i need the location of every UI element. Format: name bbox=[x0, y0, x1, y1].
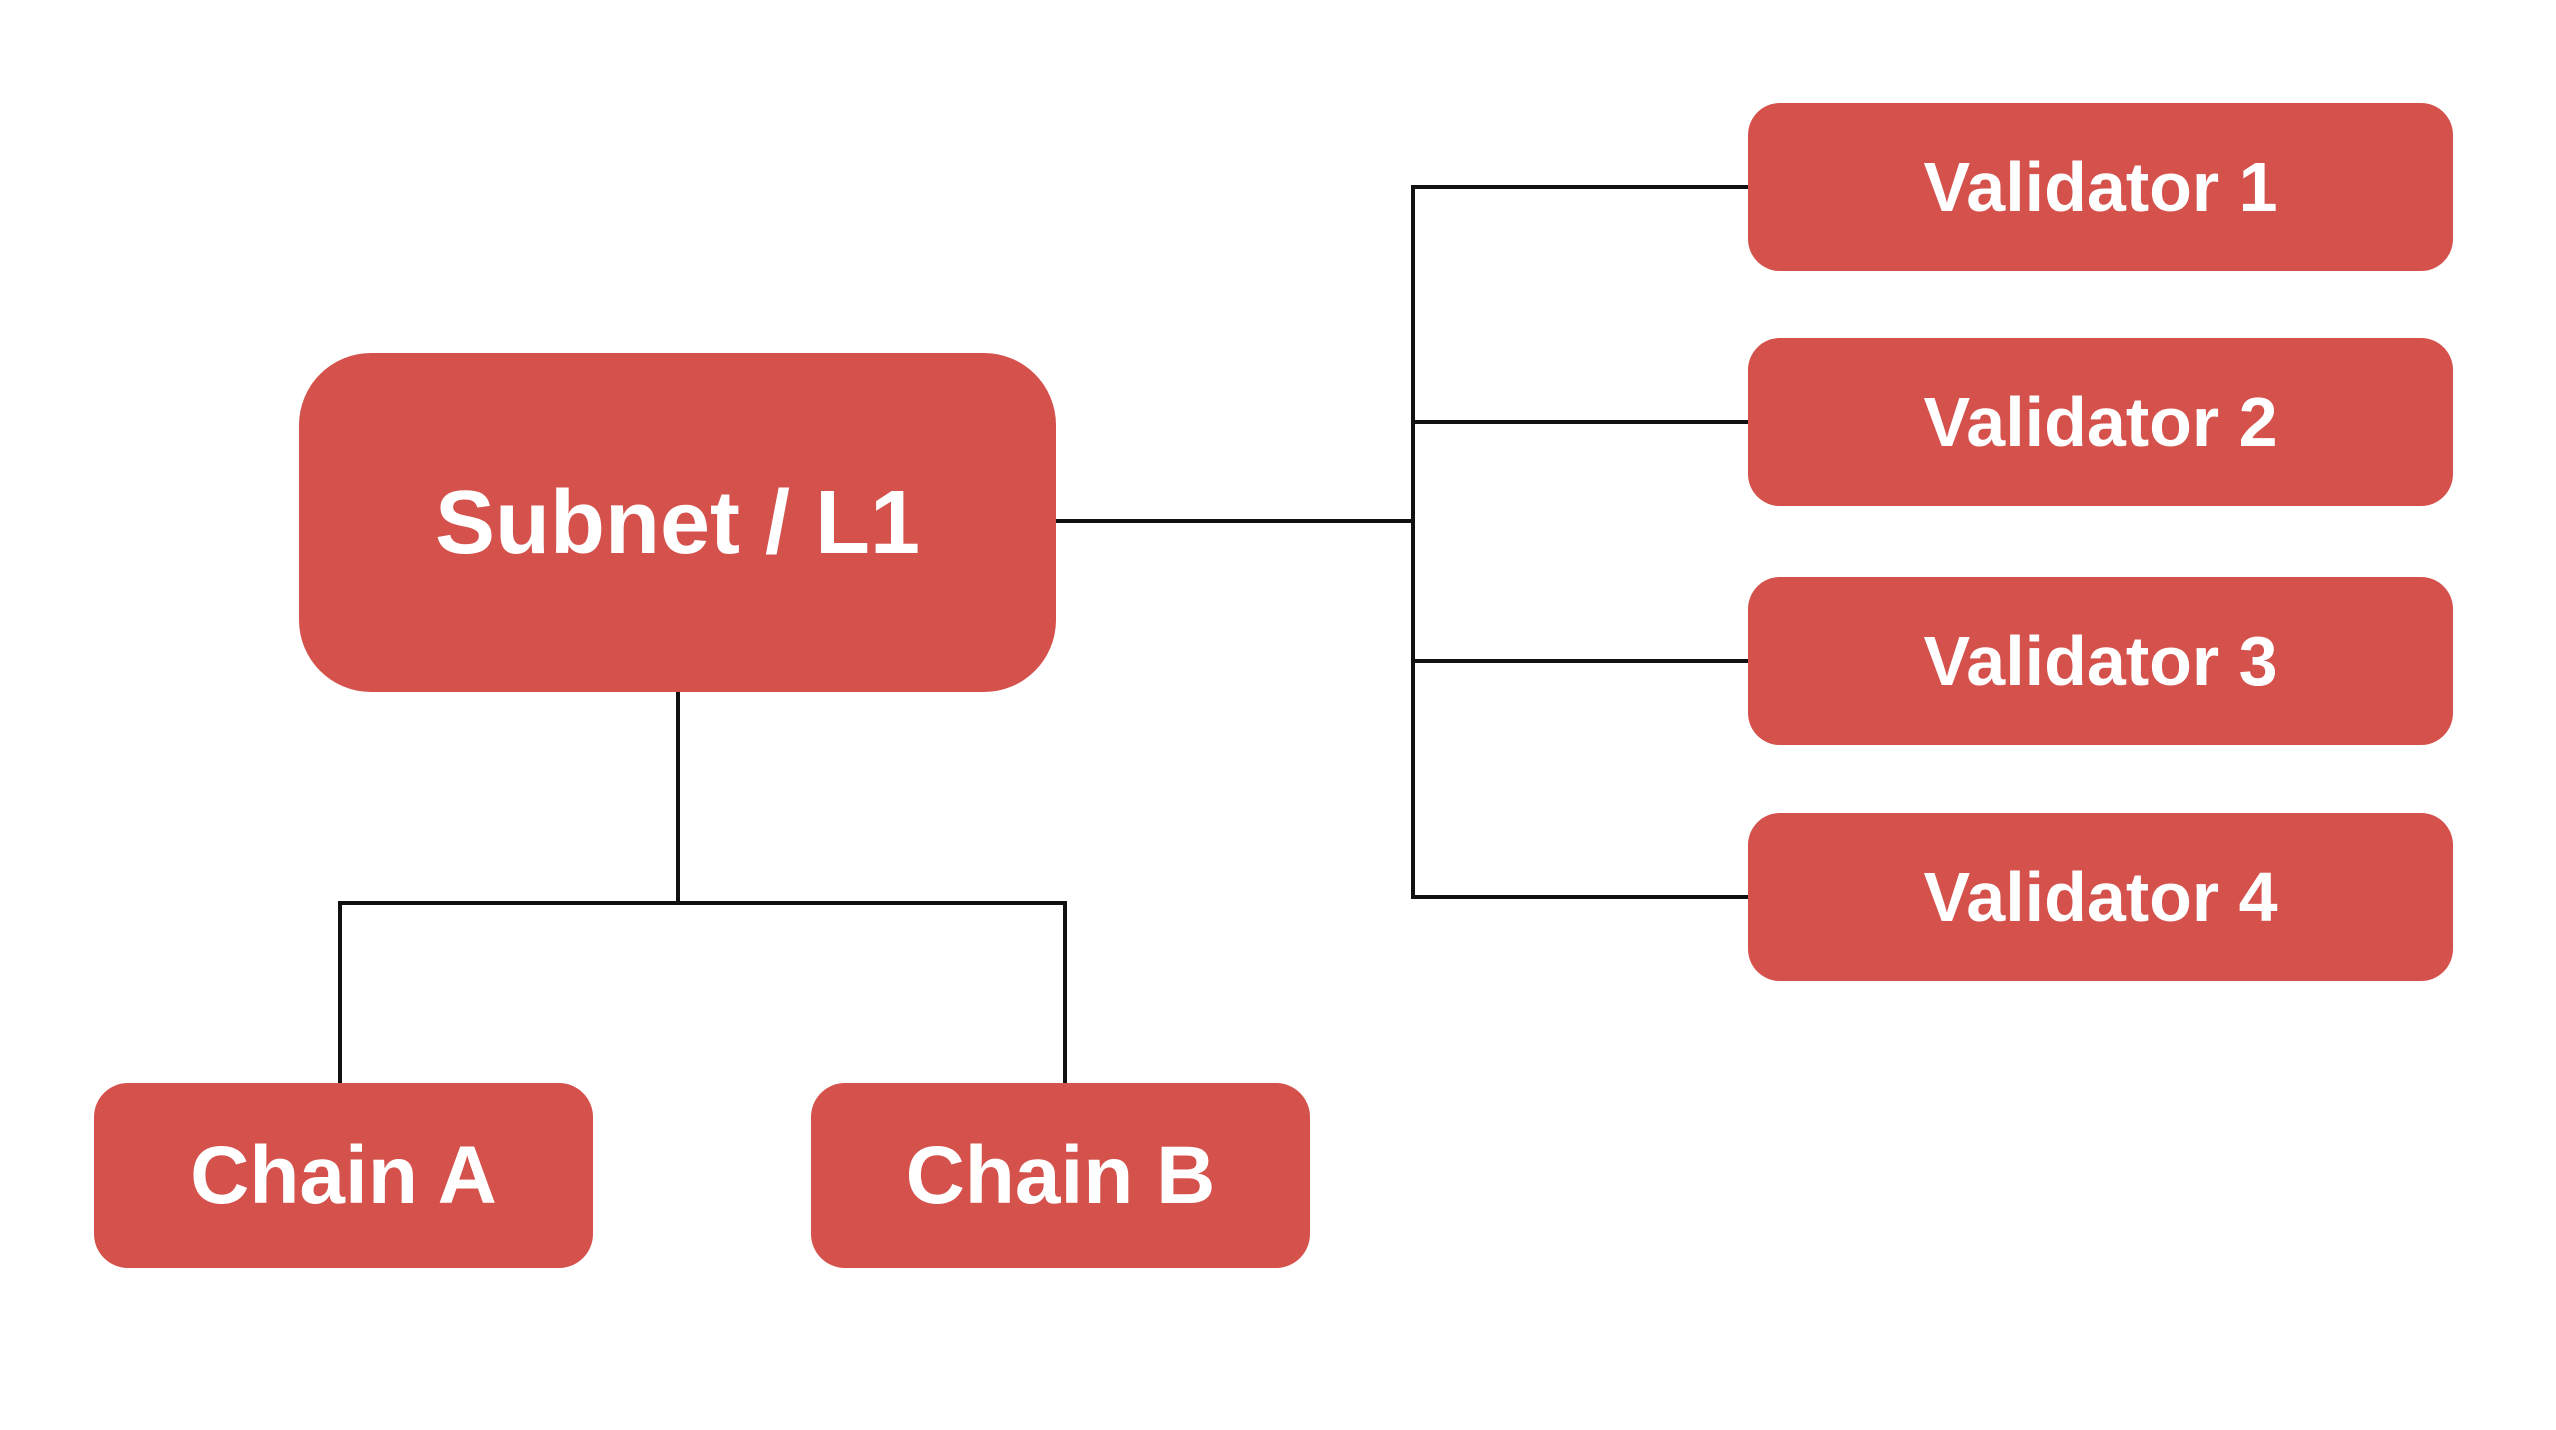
connector-drop-chain-a bbox=[338, 901, 342, 1083]
node-chain-b: Chain B bbox=[811, 1083, 1310, 1268]
connector-branch-validator-4 bbox=[1411, 895, 1748, 899]
connector-branch-validator-3 bbox=[1411, 659, 1748, 663]
connector-drop-chain-b bbox=[1063, 901, 1067, 1083]
node-subnet-l1: Subnet / L1 bbox=[299, 353, 1056, 692]
connector-chains-bar bbox=[338, 901, 1067, 905]
connector-subnet-to-trunk bbox=[1056, 519, 1415, 523]
node-validator-4: Validator 4 bbox=[1748, 813, 2453, 981]
node-validator-1: Validator 1 bbox=[1748, 103, 2453, 271]
node-chain-a: Chain A bbox=[94, 1083, 593, 1268]
node-validator-3: Validator 3 bbox=[1748, 577, 2453, 745]
connector-validators-trunk bbox=[1411, 185, 1415, 899]
node-validator-2: Validator 2 bbox=[1748, 338, 2453, 506]
connector-subnet-to-chains bbox=[676, 692, 680, 905]
connector-branch-validator-2 bbox=[1411, 420, 1748, 424]
connector-branch-validator-1 bbox=[1411, 185, 1748, 189]
